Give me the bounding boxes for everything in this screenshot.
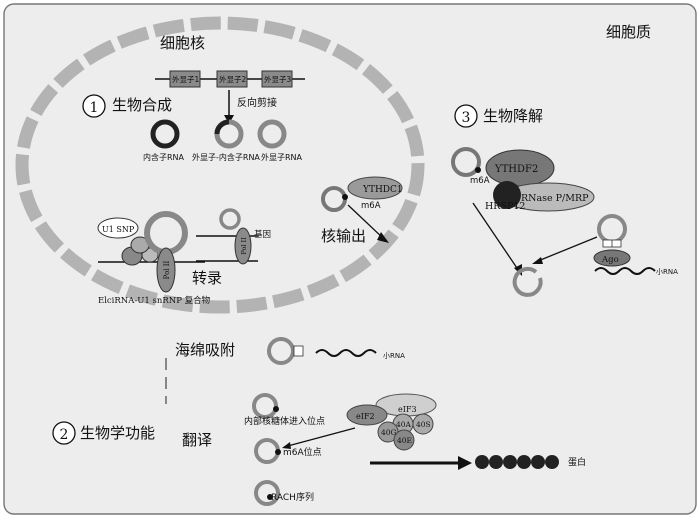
small-rna-deg-label: 小RNA bbox=[656, 267, 678, 276]
exon3-label: 外显子3 bbox=[264, 74, 291, 84]
ires-dot bbox=[273, 406, 279, 412]
small-rna-sponge-label: 小RNA bbox=[383, 351, 405, 360]
m6a-dot-nucleus bbox=[342, 194, 348, 200]
cytoplasm-label: 细胞质 bbox=[606, 23, 651, 41]
u1-snp-label: U1 SNP bbox=[102, 225, 135, 234]
ires-label: 内部核糖体进入位点 bbox=[244, 415, 325, 427]
amino-acid-bead bbox=[531, 455, 545, 469]
nuclear-export-label: 核输出 bbox=[321, 227, 366, 245]
amino-acid-bead bbox=[503, 455, 517, 469]
svg-text:1: 1 bbox=[90, 100, 99, 116]
sponge-label: 海绵吸附 bbox=[175, 341, 235, 359]
hrsp12-label: HRSP12 bbox=[485, 201, 525, 212]
r40g-label: 40G bbox=[381, 428, 397, 437]
exon2-label: 外显子2 bbox=[219, 74, 246, 84]
amino-acid-bead bbox=[517, 455, 531, 469]
r40s-label: 40S bbox=[416, 420, 431, 429]
amino-acid-bead bbox=[489, 455, 503, 469]
ythdf2-label: YTHDF2 bbox=[494, 164, 538, 175]
svg-text:3: 3 bbox=[462, 110, 471, 126]
pol2-b-label: Pol II bbox=[240, 237, 248, 255]
pol2-a-label: Pol II bbox=[163, 260, 171, 279]
sponge-binding-site bbox=[294, 346, 303, 356]
step2-marker: 2 bbox=[53, 422, 75, 444]
rach-label: RACH序列 bbox=[271, 491, 314, 503]
intron-rna-label: 内含子RNA bbox=[143, 152, 185, 162]
elci-complex-label: ElciRNA-U1 snRNP 复合物 bbox=[98, 295, 211, 306]
ythdc1-label: YTHDC1 bbox=[362, 185, 403, 195]
step1-label: 生物合成 bbox=[112, 96, 172, 114]
svg-text:2: 2 bbox=[60, 427, 69, 443]
translation-label: 翻译 bbox=[182, 431, 212, 449]
rnase-label: RNase P/MRP bbox=[521, 193, 589, 204]
step3-marker: 3 bbox=[455, 105, 477, 127]
step2-label: 生物学功能 bbox=[80, 424, 155, 442]
exon-rna-label: 外显子RNA bbox=[261, 152, 303, 162]
m6a-deg-label: m6A bbox=[470, 176, 490, 186]
exon1-label: 外显子1 bbox=[172, 74, 199, 84]
ago-label: Ago bbox=[601, 255, 619, 265]
protein-label: 蛋白 bbox=[568, 456, 586, 468]
amino-acid-bead bbox=[475, 455, 489, 469]
exon-intron-rna-label: 外显子-内含子RNA bbox=[192, 152, 260, 162]
r40e-label: 40E bbox=[397, 436, 412, 445]
nucleus-label: 细胞核 bbox=[160, 34, 205, 52]
m6a-site-dot bbox=[275, 449, 281, 455]
step3-label: 生物降解 bbox=[483, 107, 543, 125]
gene-label: 基因 bbox=[254, 229, 271, 240]
transcription-label: 转录 bbox=[192, 269, 222, 287]
m6a-nucleus-label: m6A bbox=[361, 201, 381, 211]
amino-acid-bead bbox=[545, 455, 559, 469]
eif3-label: eIF3 bbox=[398, 405, 417, 414]
r40a-label: 40A bbox=[396, 420, 412, 429]
back-splicing-label: 反向剪接 bbox=[237, 96, 277, 109]
eif2-label: eIF2 bbox=[356, 412, 375, 421]
step1-marker: 1 bbox=[83, 95, 105, 117]
m6a-dot-deg bbox=[475, 167, 481, 173]
